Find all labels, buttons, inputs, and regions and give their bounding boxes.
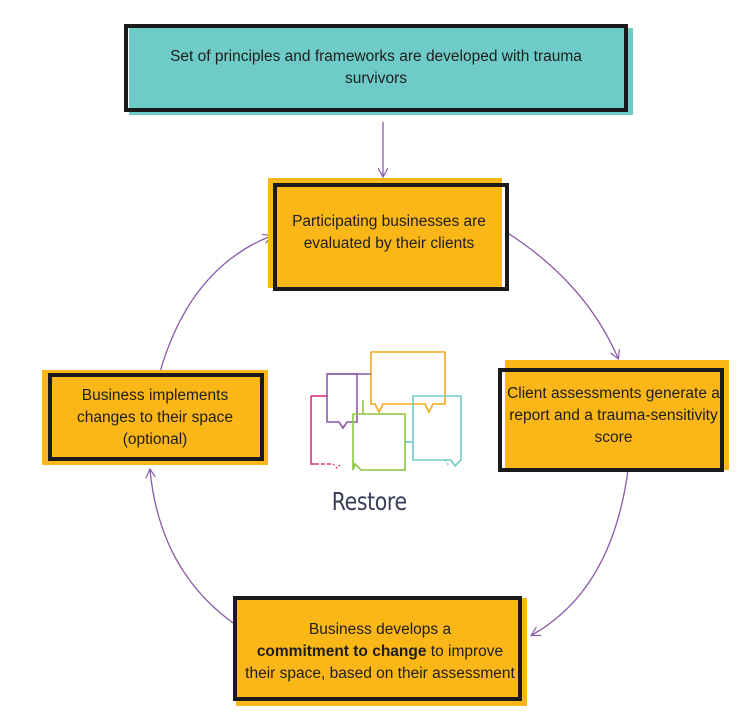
- assessments-node-text: Client assessments generate a report and…: [498, 360, 729, 472]
- commitment-bold: commitment to change: [256, 643, 427, 660]
- commitment-prefix: Business develops a: [308, 621, 452, 638]
- arrow-assessments-to-commitment: [532, 469, 629, 635]
- assessments-node-fill: [505, 360, 729, 470]
- evaluated-node-fill: [268, 178, 502, 288]
- restore-wordmark: Restore: [331, 487, 407, 516]
- assessments-label: Client assessments generate a report and…: [507, 385, 720, 446]
- principles-node-frame: [124, 24, 628, 112]
- arrow-evaluated-to-assessments: [505, 231, 618, 358]
- arrow-commitment-to-implements: [150, 470, 237, 626]
- assessments-node-frame: [498, 368, 724, 472]
- commitment-node-frame: [233, 596, 522, 701]
- principles-node-fill: [129, 28, 633, 115]
- evaluated-node-text: Participating businesses are evaluated b…: [268, 178, 510, 288]
- implements-node-frame: [48, 373, 264, 461]
- implements-node-text: Business implements changes to their spa…: [42, 370, 268, 465]
- restore-logo-icon: [310, 351, 462, 471]
- commitment-node-fill: [236, 598, 527, 706]
- implements-node-fill: [42, 370, 268, 465]
- commitment-suffix: to improve their space, based on their a…: [245, 643, 515, 682]
- evaluated-node-frame: [273, 183, 509, 291]
- principles-node-text: Set of principles and frameworks are dev…: [124, 24, 628, 112]
- principles-label: Set of principles and frameworks are dev…: [170, 48, 582, 87]
- evaluated-label: Participating businesses are evaluated b…: [292, 213, 486, 252]
- arrow-implements-to-evaluated: [159, 236, 271, 373]
- implements-label: Business implements changes to their spa…: [77, 386, 233, 448]
